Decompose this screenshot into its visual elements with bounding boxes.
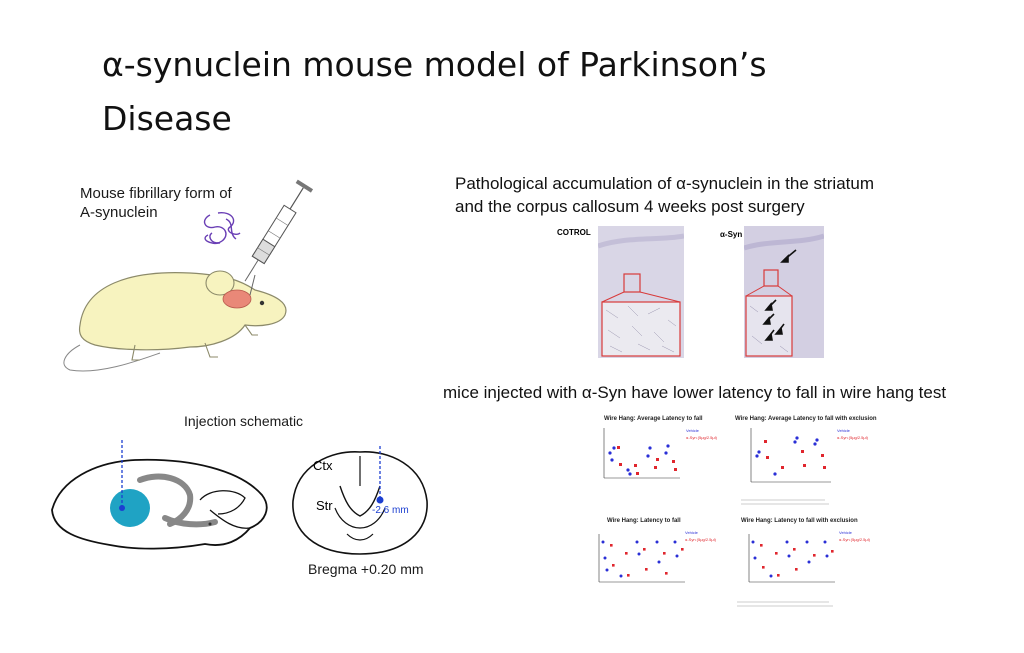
brain-highlight bbox=[222, 289, 252, 309]
control-label: COTROL bbox=[557, 228, 591, 237]
bregma-label: Bregma +0.20 mm bbox=[308, 561, 424, 577]
wirehang-chart-4: Wire Hang: Latency to fall with exclusio… bbox=[733, 512, 888, 612]
asyn-micrograph bbox=[744, 226, 824, 358]
chart-1-title: Wire Hang: Average Latency to fall bbox=[604, 416, 703, 422]
chart-4-legend-vehicle: Vehicle bbox=[839, 530, 852, 535]
mouse-body bbox=[78, 272, 287, 351]
wirehang-chart-3: Wire Hang: Latency to fall Vehicle α-Syn… bbox=[585, 512, 735, 604]
injection-target bbox=[110, 489, 150, 527]
mouse-illustration bbox=[40, 175, 340, 375]
wirehang-chart-2: Wire Hang: Average Latency to fall with … bbox=[735, 408, 885, 512]
mouse-label-line-2: A-synuclein bbox=[80, 204, 158, 221]
chart-3-title: Wire Hang: Latency to fall bbox=[607, 518, 681, 524]
wirehang-caption: mice injected with α-Syn have lower late… bbox=[443, 383, 947, 402]
slide-title: α-synuclein mouse model of Parkinson’s D… bbox=[102, 38, 862, 146]
str-label: Str bbox=[316, 498, 333, 513]
syringe-icon bbox=[244, 179, 314, 282]
chart-3-legend-vehicle: Vehicle bbox=[685, 530, 698, 535]
brain-coronal bbox=[285, 446, 435, 558]
title-line-1: α-synuclein mouse model of Parkinson’s bbox=[102, 45, 767, 84]
brain-sagittal bbox=[40, 440, 280, 580]
pathology-caption: Pathological accumulation of α-synuclein… bbox=[455, 172, 874, 218]
chart-2-title: Wire Hang: Average Latency to fall with … bbox=[735, 416, 877, 422]
pathology-caption-line-1: Pathological accumulation of α-synuclein… bbox=[455, 174, 874, 193]
mouse-label: Mouse fibrillary form of A-synuclein bbox=[80, 184, 232, 222]
chart-2-legend-asyn: α-Syn (5μg/2.5μl) bbox=[837, 435, 868, 440]
chart-1-legend-vehicle: Vehicle bbox=[686, 428, 699, 433]
chart-4-title: Wire Hang: Latency to fall with exclusio… bbox=[741, 518, 858, 524]
pathology-caption-line-2: and the corpus callosum 4 weeks post sur… bbox=[455, 197, 805, 216]
asyn-label: α-Syn bbox=[720, 230, 743, 239]
wirehang-chart-1: Wire Hang: Average Latency to fall Vehic… bbox=[590, 408, 730, 500]
injection-title: Injection schematic bbox=[184, 413, 304, 429]
title-line-2: Disease bbox=[102, 99, 232, 138]
chart-1-legend-asyn: α-Syn (5μg/2.5μl) bbox=[686, 435, 717, 440]
fibril-icon bbox=[203, 212, 241, 245]
chart-2-legend-vehicle: Vehicle bbox=[837, 428, 850, 433]
ctx-label: Ctx bbox=[313, 458, 333, 473]
depth-label: -2.6 mm bbox=[372, 505, 409, 516]
chart-4-legend-asyn: α-Syn (5μg/2.5μl) bbox=[839, 537, 870, 542]
control-micrograph bbox=[598, 226, 684, 358]
mouse-label-line-1: Mouse fibrillary form of bbox=[80, 185, 232, 202]
chart-3-legend-asyn: α-Syn (5μg/2.5μl) bbox=[685, 537, 716, 542]
